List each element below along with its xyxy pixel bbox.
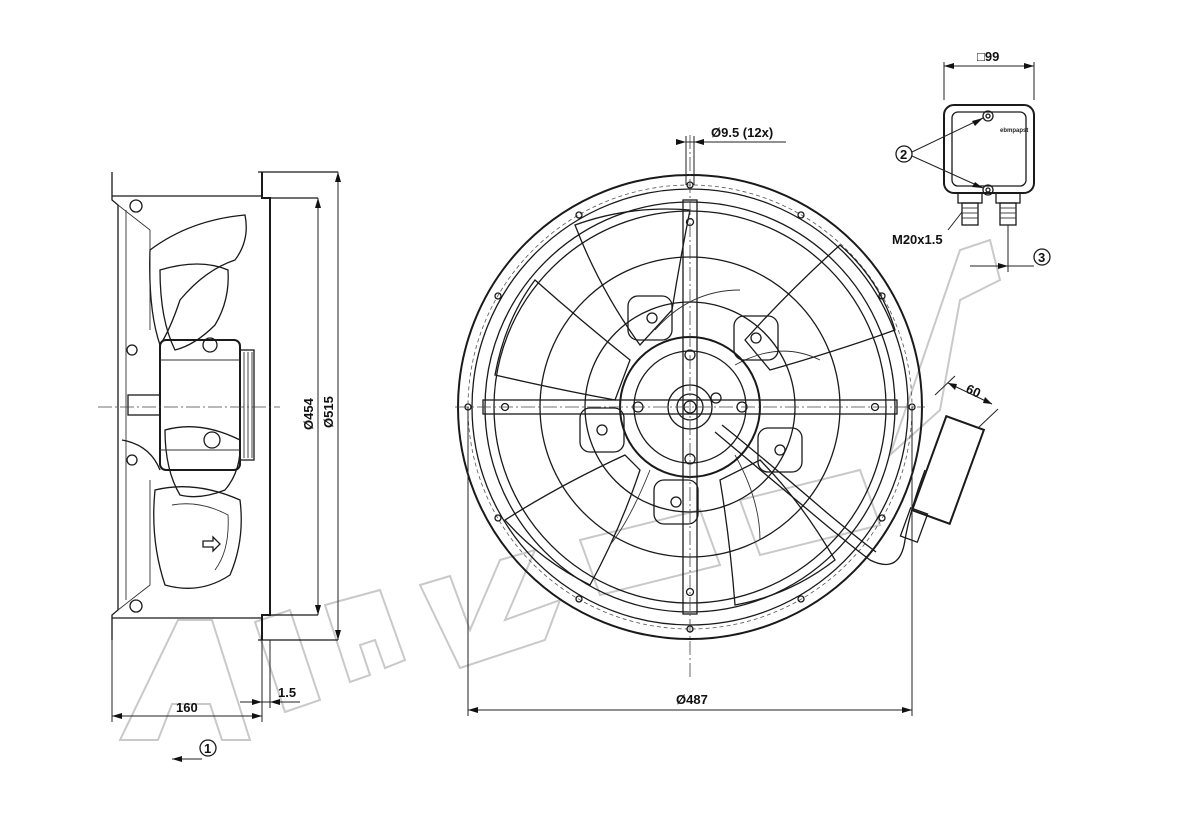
callout-2-label: 2 — [900, 147, 907, 162]
watermark — [118, 238, 1002, 741]
callout-3-label: 3 — [1038, 250, 1045, 265]
terminal-box-view — [895, 62, 1051, 272]
front-view — [455, 135, 999, 716]
callout-1-label: 1 — [204, 741, 211, 756]
side-view — [98, 171, 341, 762]
dim-outer-dia-label: Ø515 — [321, 396, 336, 428]
dim-box-offset-label: 60 — [964, 381, 983, 401]
dim-gland-label: M20x1.5 — [892, 232, 943, 247]
dim-square-box-label: □99 — [977, 49, 999, 64]
dim-bolt-circle-label: Ø487 — [676, 692, 708, 707]
dim-inner-dia-label: Ø454 — [301, 397, 316, 430]
box-logo: ebmpapst — [1000, 128, 1028, 134]
dim-hole-label: Ø9.5 (12x) — [711, 125, 773, 140]
dim-flange-label: 1.5 — [278, 685, 296, 700]
dim-depth-label: 160 — [176, 700, 198, 715]
